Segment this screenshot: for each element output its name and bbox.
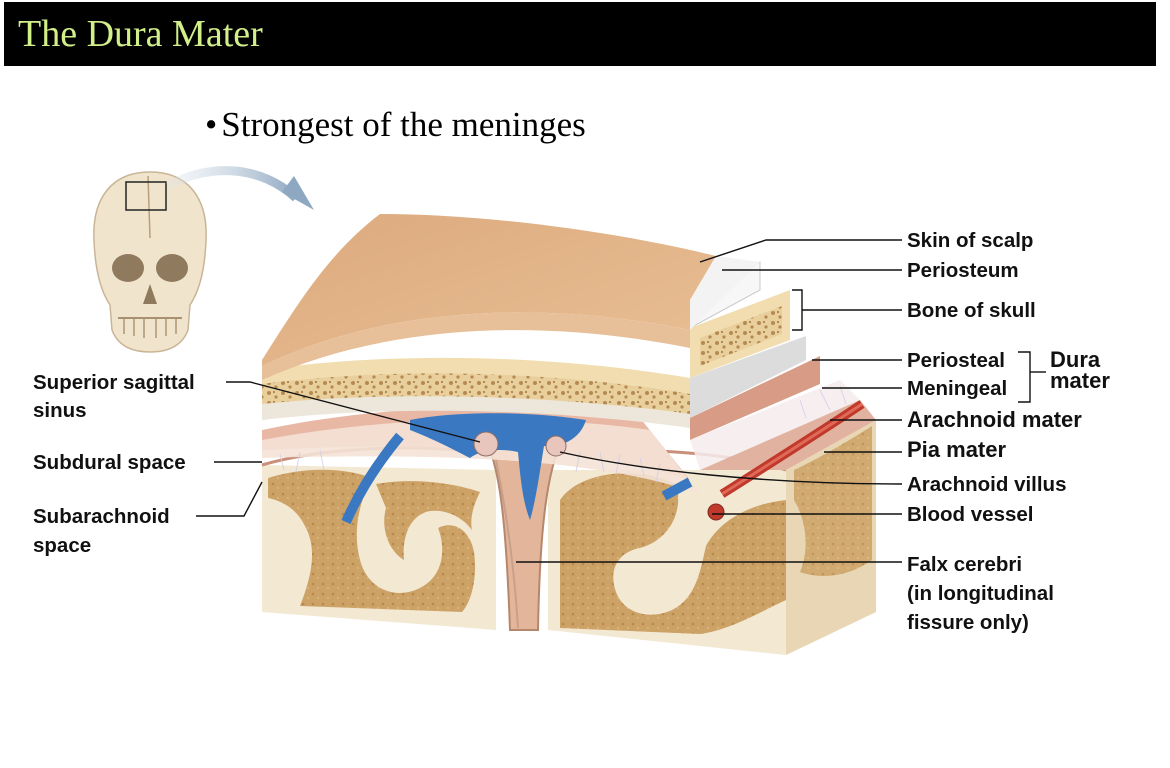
falx-cerebri (484, 439, 564, 631)
label-subdural-space: Subdural space (33, 451, 186, 474)
skull-bone-layer (262, 357, 690, 428)
superior-sagittal-sinus (410, 413, 586, 520)
label-arachnoid-villus: Arachnoid villus (907, 473, 1067, 496)
label-sinus: sinus (33, 399, 87, 422)
label-falx-cerebri: Falx cerebri (907, 553, 1023, 576)
label-falx-note-2: fissure only) (907, 611, 1029, 634)
bullet-point: •Strongest of the meninges (205, 105, 586, 145)
label-mater: mater (1050, 368, 1110, 393)
title-bar: The Dura Mater (4, 2, 1156, 66)
bullet-text: Strongest of the meninges (221, 105, 586, 144)
scalp-surface (262, 214, 716, 366)
label-arachnoid-mater: Arachnoid mater (907, 407, 1082, 432)
label-subarachnoid: Subarachnoid (33, 505, 170, 528)
label-blood-vessel: Blood vessel (907, 503, 1034, 526)
label-pia-mater: Pia mater (907, 437, 1007, 462)
label-bone-of-skull: Bone of skull (907, 299, 1036, 322)
label-falx-note-1: (in longitudinal (907, 582, 1054, 605)
arrow-icon (165, 166, 300, 202)
label-meningeal: Meningeal (907, 377, 1008, 400)
skull-icon (93, 171, 207, 353)
label-skin-of-scalp: Skin of scalp (907, 229, 1034, 252)
slide-title: The Dura Mater (18, 13, 263, 55)
label-superior-sagittal: Superior sagittal (33, 371, 195, 394)
bullet-icon: • (205, 105, 218, 144)
label-dura: Dura (1050, 347, 1101, 372)
arrow-head-icon (282, 176, 314, 210)
brain-block (261, 420, 876, 655)
leader-lines (196, 239, 1046, 563)
label-periosteal: Periosteal (907, 349, 1005, 372)
label-periosteum: Periosteum (907, 259, 1019, 282)
label-space: space (33, 534, 92, 557)
